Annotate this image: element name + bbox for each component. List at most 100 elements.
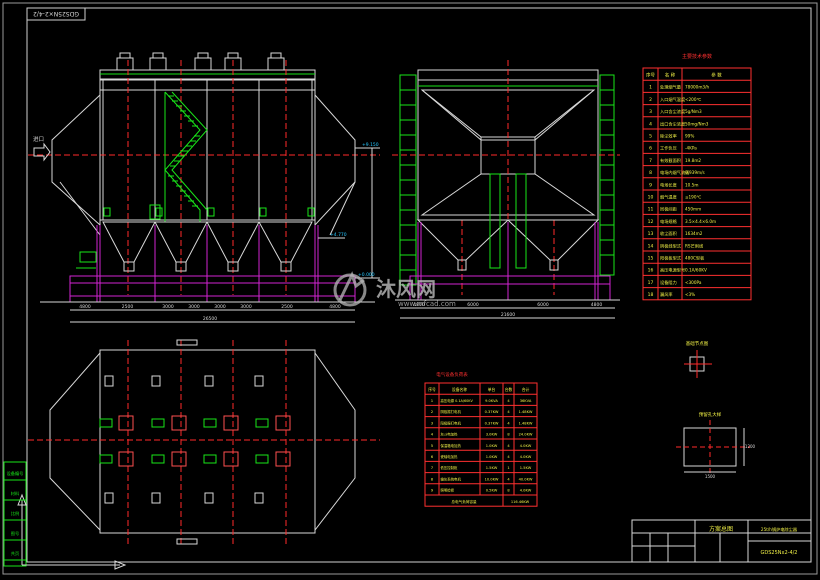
side-tag-label: 材料: [11, 490, 20, 497]
params-cell-name: 工作负压: [660, 145, 677, 152]
params-cell-no: 3: [649, 109, 652, 115]
params-cell-no: 17: [648, 280, 654, 286]
electric-cell-total: 24.0KW: [519, 433, 533, 437]
electric-table-title: 电气设备负荷表: [436, 371, 468, 378]
params-cell-name: 入口含尘浓度: [660, 108, 686, 115]
params-cell-value: ≤190℃: [685, 195, 702, 200]
params-cell-no: 5: [649, 134, 652, 140]
params-cell-no: 1: [649, 85, 652, 91]
params-cell-value: <3%: [685, 292, 695, 297]
staircase: [164, 91, 208, 222]
params-cell-value: 10.5m: [685, 182, 698, 187]
side-tags-box: [3, 461, 27, 567]
params-cell-value: 5g/Nm3: [685, 109, 702, 114]
params-cell-name: 高压电源型号: [660, 267, 685, 274]
electric-cell-unit: 0.37KW: [485, 421, 499, 425]
front-dim-total: 26500: [203, 316, 217, 322]
side-tag-label: 比例: [11, 510, 19, 517]
outlet-horn: [314, 93, 356, 227]
params-cell-name: 烟气温度: [660, 194, 678, 201]
electric-total-label: 总电气负荷容量: [451, 499, 477, 504]
params-table-frame: [642, 67, 752, 301]
hoppers: [102, 221, 313, 272]
insulator-boxes: [116, 52, 285, 71]
electric-cell-total: 1.48KW: [519, 410, 533, 414]
front-dim-segment: 2500: [281, 304, 293, 310]
side-ladders: [399, 74, 615, 286]
electric-cell-name: 高压电源 0.1A/60KV: [441, 398, 474, 403]
watermark-logo-icon: [333, 271, 367, 307]
params-cell-value: <200℃: [685, 97, 702, 102]
detail-large-dim-width: 1500: [705, 474, 716, 479]
params-cell-name: 阳极板型式: [660, 255, 682, 262]
params-cell-no: 9: [649, 182, 652, 188]
watermark-url: www.mfcad.com: [398, 300, 456, 308]
params-cell-value: 450mm: [685, 207, 701, 212]
detail-small-label: 基础节点图: [686, 340, 709, 347]
electric-cell-name: 阴极振打电机: [441, 409, 462, 414]
electric-cell-no: 9: [431, 488, 434, 493]
electric-total-value: 116.46KW: [511, 500, 530, 504]
params-cell-value: 0.939m/s: [685, 170, 705, 175]
electric-cell-unit: 1.5KW: [486, 466, 498, 470]
params-cell-value: 50mg/Nm3: [685, 121, 709, 126]
electric-table-header: 单台: [488, 387, 496, 392]
side-tag-label: 图号: [11, 531, 19, 537]
detail-large-label: 预留孔大样: [699, 411, 722, 418]
front-dim-segment: 3000: [214, 304, 226, 310]
side-dim-total: 21600: [501, 312, 515, 318]
electric-cell-name: 瓷轴电加热: [441, 454, 459, 459]
params-cell-name: 阴极线型式: [660, 242, 682, 249]
electric-cell-count: 4: [507, 455, 510, 459]
electric-cell-total: 4.0KW: [520, 455, 532, 459]
inlet-horn: [51, 93, 101, 227]
params-cell-name: 电场长度: [660, 181, 678, 188]
rotated-drawing-code: GDS25N×2-4/2: [33, 10, 79, 17]
title-block-drawing-no: GDS25Nx2-4/2: [761, 550, 798, 556]
params-cell-no: 10: [648, 195, 654, 201]
electric-cell-count: 4: [507, 421, 510, 425]
electric-cell-no: 4: [431, 432, 434, 437]
electric-cell-count: 4: [507, 399, 510, 403]
params-cell-value: -4KPa: [685, 146, 697, 151]
params-cell-no: 2: [649, 97, 652, 103]
electric-table-header: 序号: [428, 387, 436, 392]
electric-cell-count: 4: [507, 444, 510, 448]
params-cell-no: 15: [648, 256, 654, 262]
electric-cell-unit: 9.0KVA: [485, 399, 498, 403]
params-cell-name: 入口烟气温度: [660, 96, 686, 103]
params-cell-no: 12: [648, 219, 654, 225]
electric-cell-unit: 1.0KW: [486, 444, 498, 448]
front-dim-segment: 3000: [162, 304, 174, 310]
params-cell-no: 13: [648, 231, 654, 237]
params-cell-value: 0.1A/60KV: [685, 268, 707, 273]
params-cell-no: 8: [649, 170, 652, 176]
inlet-arrow: [33, 142, 51, 162]
params-cell-no: 14: [648, 243, 654, 249]
electric-cell-total: 4.0KW: [520, 444, 532, 448]
params-cell-no: 16: [648, 268, 654, 274]
electric-cell-count: 4: [507, 410, 510, 414]
top-left-code-box: [26, 7, 86, 21]
params-cell-value: 3.5×4.4×6.0m: [685, 219, 716, 224]
params-table-title: 主要技术参数: [682, 53, 712, 60]
electric-cell-name: 保温箱电加热: [441, 443, 462, 448]
electric-cell-total: 36KVA: [520, 399, 532, 403]
electric-cell-unit: 0.5KW: [486, 489, 498, 493]
electric-cell-no: 8: [431, 476, 434, 481]
params-cell-name: 出口含尘浓度: [660, 120, 686, 127]
electric-cell-name: 输灰系统电机: [441, 476, 462, 481]
params-cell-name: 收尘面积: [660, 230, 677, 237]
electric-cell-unit: 3.0KW: [486, 433, 498, 437]
params-cell-name: 处理烟气量: [660, 84, 681, 91]
electric-cell-name: 照明检修: [441, 488, 455, 493]
plan-view: [28, 339, 380, 545]
side-elevation: [392, 60, 620, 319]
params-cell-no: 6: [649, 146, 652, 152]
plan-rappers: [99, 418, 269, 464]
params-cell-value: <300Pa: [685, 280, 702, 285]
params-cell-no: 11: [648, 207, 654, 213]
title-block-plan-title: 方案总图: [709, 525, 733, 533]
electric-cell-total: 1.5KW: [520, 466, 532, 470]
